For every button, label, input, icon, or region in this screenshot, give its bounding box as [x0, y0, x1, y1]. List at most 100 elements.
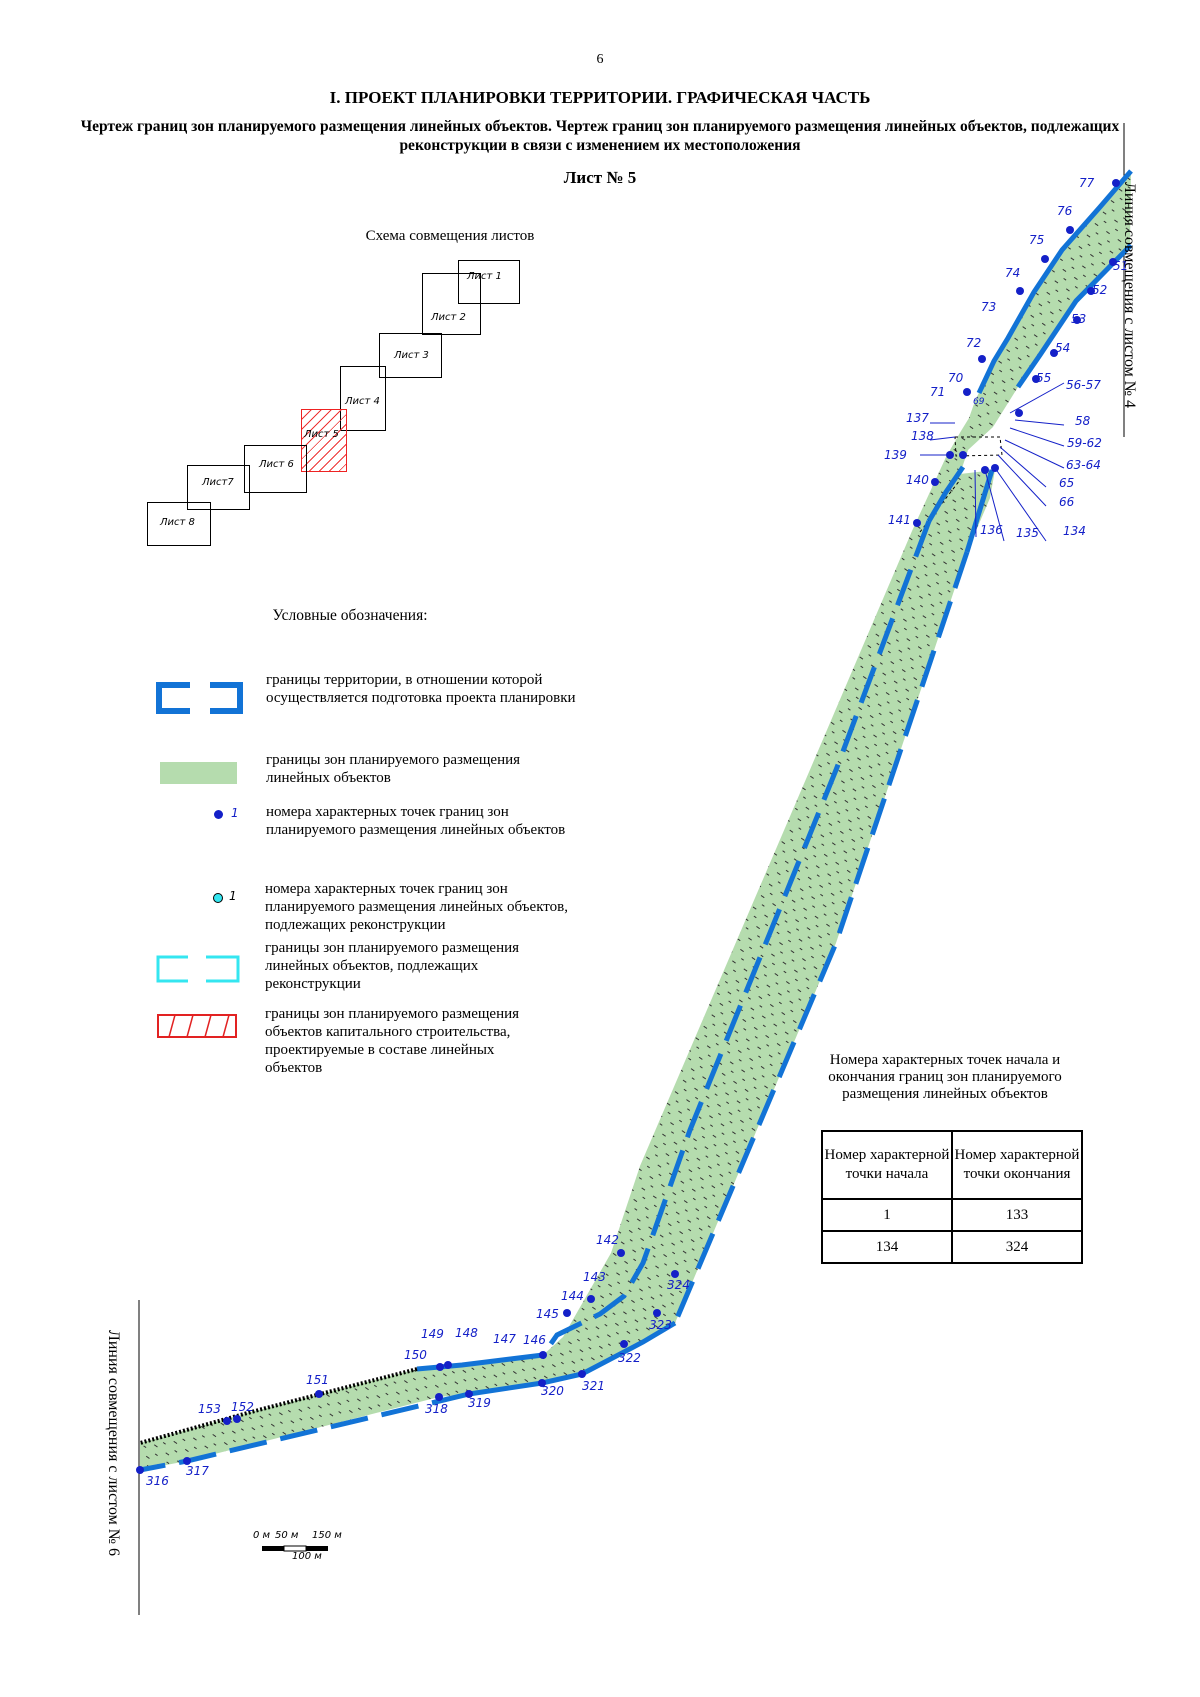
scheme-sheet-4: Лист 4 — [340, 366, 386, 431]
scheme-sheet-label: Лист 4 — [345, 396, 380, 407]
svg-text:59-62: 59-62 — [1067, 436, 1102, 450]
territory-boundary — [139, 169, 1133, 1473]
svg-text:72: 72 — [966, 336, 981, 350]
points-table: Номер характерной точки начала Номер хар… — [821, 1130, 1083, 1264]
svg-text:53: 53 — [1071, 312, 1086, 326]
scheme-sheet-label: Лист 1 — [467, 271, 502, 282]
legend-text: границы зон планируемого размещения объе… — [265, 1006, 520, 1076]
svg-text:149: 149 — [421, 1327, 444, 1341]
scheme-sheet-8: Лист 8 — [147, 502, 211, 546]
svg-text:318: 318 — [425, 1402, 448, 1416]
scale-label: 0 м — [253, 1530, 271, 1541]
table-cell: 134 — [821, 1230, 953, 1264]
svg-text:144: 144 — [561, 1289, 584, 1303]
svg-text:142: 142 — [596, 1233, 619, 1247]
scheme-sheet-label: Лист7 — [202, 477, 234, 488]
scheme-sheet-label: Лист 8 — [160, 517, 195, 528]
svg-text:75: 75 — [1029, 233, 1044, 247]
svg-text:151: 151 — [306, 1373, 329, 1387]
svg-text:141: 141 — [888, 513, 911, 527]
legend-text: границы зон планируемого размещения лине… — [266, 752, 521, 786]
table-row: 134 324 — [821, 1230, 1083, 1264]
svg-text:52: 52 — [1092, 283, 1107, 297]
svg-text:316: 316 — [146, 1474, 169, 1488]
boundary-points — [136, 179, 1120, 1474]
scheme-title: Схема совмещения листов — [365, 228, 535, 244]
svg-text:51: 51 — [1113, 259, 1128, 273]
scheme-sheet-label: Лист 3 — [394, 350, 429, 361]
page-heading: I. ПРОЕКТ ПЛАНИРОВКИ ТЕРРИТОРИИ. ГРАФИЧЕ… — [329, 88, 871, 107]
svg-text:320: 320 — [541, 1384, 564, 1398]
svg-text:135: 135 — [1016, 526, 1039, 540]
legend-title: Условные обозначения: — [272, 607, 428, 624]
scheme-sheet-label: Лист 6 — [259, 459, 294, 470]
scheme-sheet-3: Лист 3 — [379, 333, 442, 378]
svg-text:136: 136 — [980, 523, 1003, 537]
svg-text:69: 69 — [973, 397, 985, 407]
svg-text:324: 324 — [667, 1278, 690, 1292]
legend-reconstruction-dot-icon — [213, 893, 223, 903]
svg-text:321: 321 — [582, 1379, 605, 1393]
svg-text:58: 58 — [1075, 414, 1091, 428]
scheme-sheet-5-active: Лист 5 — [301, 409, 347, 472]
svg-text:76: 76 — [1057, 204, 1073, 218]
scheme-sheet-2: Лист 2 — [422, 273, 481, 335]
svg-text:153: 153 — [198, 1402, 221, 1416]
scheme-sheet-7: Лист7 — [187, 465, 250, 510]
svg-text:66: 66 — [1059, 495, 1075, 509]
svg-text:140: 140 — [906, 473, 929, 487]
svg-text:65: 65 — [1059, 476, 1074, 490]
svg-text:54: 54 — [1055, 341, 1070, 355]
legend-reconstruction-marker: 1 — [229, 889, 237, 903]
svg-text:74: 74 — [1005, 266, 1020, 280]
scheme-sheet-label: Лист 2 — [431, 312, 466, 323]
svg-text:138: 138 — [911, 429, 934, 443]
table-cell: 1 — [821, 1198, 953, 1232]
svg-text:143: 143 — [583, 1270, 606, 1284]
svg-text:147: 147 — [493, 1332, 516, 1346]
legend-point-dot-icon — [214, 810, 223, 819]
page-number: 6 — [596, 52, 604, 67]
legend-territory-boundary-icon — [156, 682, 243, 714]
svg-text:139: 139 — [884, 448, 907, 462]
svg-text:323: 323 — [649, 1318, 672, 1332]
legend-text: границы зон планируемого размещения лине… — [265, 940, 520, 992]
svg-text:152: 152 — [231, 1400, 254, 1414]
legend-text: номера характерных точек границ зон план… — [266, 804, 566, 838]
table-cell: 133 — [951, 1198, 1083, 1232]
svg-text:70: 70 — [948, 371, 964, 385]
legend-text: номера характерных точек границ зон план… — [265, 881, 568, 933]
scheme-sheet-label: Лист 5 — [304, 429, 339, 440]
legend-text: границы территории, в отношении которой … — [266, 672, 576, 706]
scheme-sheet-6: Лист 6 — [244, 445, 307, 493]
legend-capital-hatch-icon — [157, 1014, 237, 1038]
svg-text:319: 319 — [468, 1396, 491, 1410]
scheme-sheet-1: Лист 1 — [458, 260, 520, 304]
svg-text:322: 322 — [618, 1351, 641, 1365]
legend-point-marker: 1 — [231, 806, 239, 820]
scale-label: 150 м — [312, 1530, 342, 1541]
svg-text:150: 150 — [404, 1348, 427, 1362]
svg-text:317: 317 — [186, 1464, 209, 1478]
match-line-label-bottom: Линия совмещения с листом № 6 — [105, 1330, 122, 1557]
leader-lines — [920, 382, 1065, 542]
table-header-row: Номер характерной точки начала Номер хар… — [821, 1130, 1083, 1200]
table-header-cell: Номер характерной точки окончания — [951, 1130, 1083, 1200]
table-row: 1 133 — [821, 1198, 1083, 1232]
scale-label: 100 м — [292, 1551, 322, 1562]
svg-text:73: 73 — [981, 300, 996, 314]
svg-text:145: 145 — [536, 1307, 559, 1321]
svg-text:55: 55 — [1036, 371, 1051, 385]
table-cell: 324 — [951, 1230, 1083, 1264]
svg-text:146: 146 — [523, 1333, 546, 1347]
svg-text:63-64: 63-64 — [1066, 458, 1101, 472]
zone-band — [140, 171, 1131, 1470]
scale-bar — [262, 1545, 328, 1552]
match-line-label-top: Линия совмещения с листом № 4 — [1121, 182, 1138, 409]
page-subheading: Чертеж границ зон планируемого размещени… — [80, 118, 1120, 154]
svg-text:137: 137 — [906, 411, 929, 425]
svg-text:77: 77 — [1079, 176, 1095, 190]
table-header-cell: Номер характерной точки начала — [821, 1130, 953, 1200]
